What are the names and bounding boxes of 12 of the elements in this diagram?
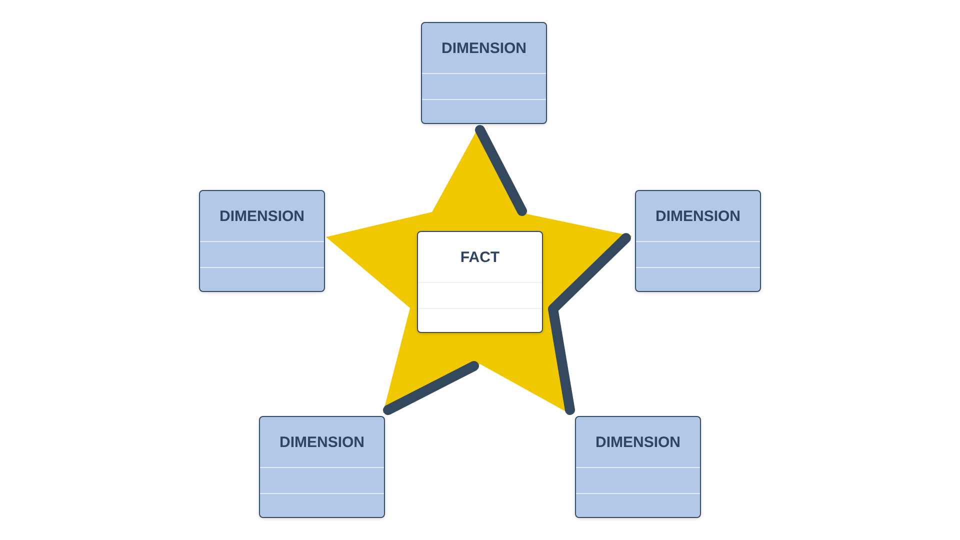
table-title: DIMENSION: [279, 434, 364, 450]
dimension-table-box: [421, 22, 547, 124]
table-title: FACT: [460, 248, 500, 266]
table-title: DIMENSION: [219, 208, 304, 224]
table-title: DIMENSION: [655, 208, 740, 224]
dimension-table-box: [259, 416, 385, 518]
dimension-table-box: [635, 190, 761, 292]
dimension-table-box: [575, 416, 701, 518]
fact-table-box: [417, 231, 543, 333]
dimension-table-box: [199, 190, 325, 292]
table-title: DIMENSION: [441, 40, 526, 56]
table-title: DIMENSION: [595, 434, 680, 450]
